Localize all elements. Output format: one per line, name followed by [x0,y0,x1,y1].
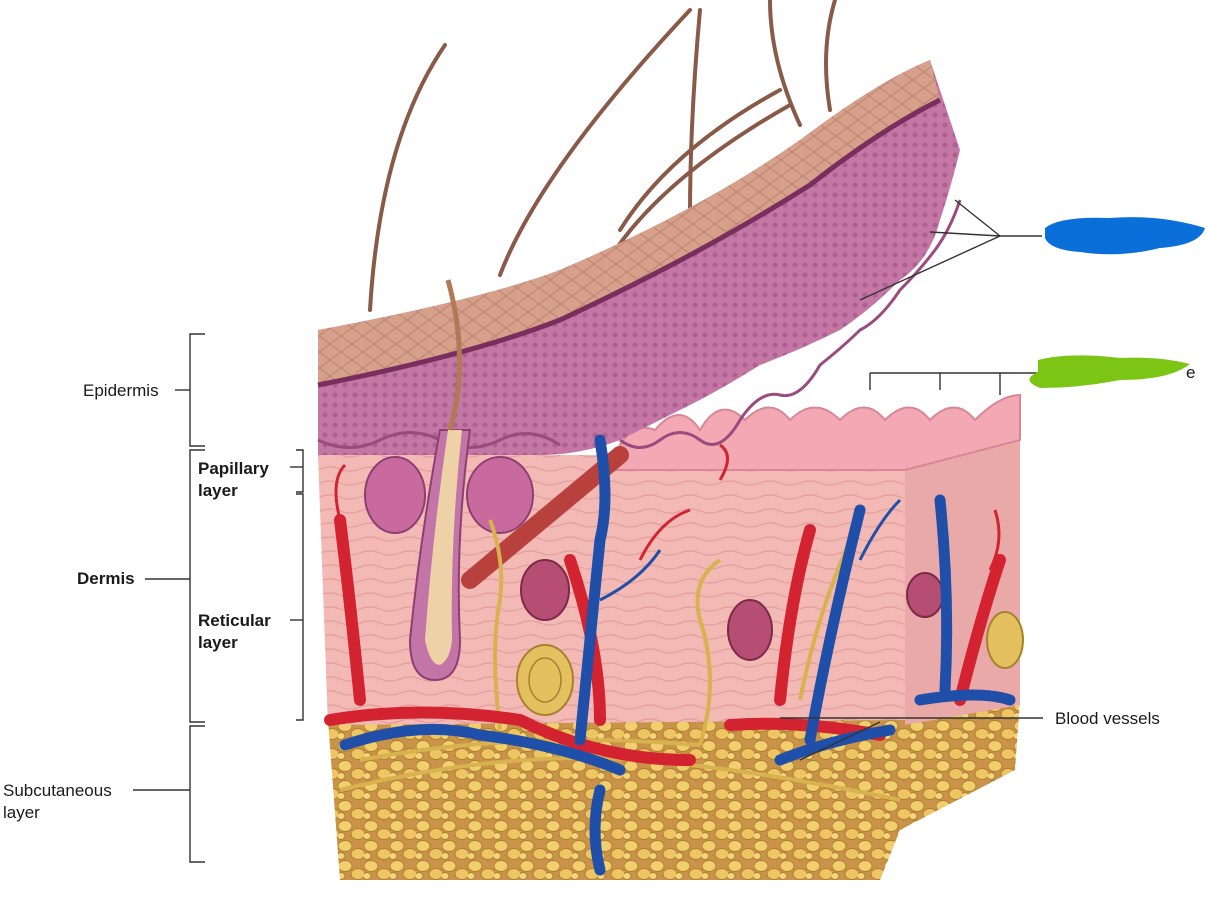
leader-lines-right [859,199,1042,395]
epidermis-layer [317,60,962,455]
dermis-label: Dermis [77,569,135,588]
hidden-label-green-scribble [1029,355,1190,388]
arrector-pili-muscle [461,446,629,589]
subcutaneous-layer-label-line2: layer [3,803,40,822]
papillary-layer-label-line1: Papillary [198,459,269,478]
capillary-branches [334,443,1001,602]
subcutaneous-layer-label-line1: Subcutaneous [3,781,112,800]
hidden-label-blue-scribble [1045,217,1205,255]
blood-vessels-label: Blood vessels [1055,709,1160,728]
dermal-papillae [614,393,1021,471]
veins [339,434,1016,876]
lamellated-corpuscle [516,611,1024,716]
green-label-tail: e [1186,363,1196,382]
subcutaneous-fat [328,700,1020,880]
papillary-layer-label-line2: layer [198,481,238,500]
epidermis-label: Epidermis [83,381,159,400]
left-brackets [133,333,304,863]
reticular-layer-label-line1: Reticular [198,611,271,630]
sebaceous-gland [364,456,534,534]
sweat-glands [520,559,944,661]
hair-follicle [408,279,472,682]
blood-vessels-leader [780,717,1043,761]
reticular-layer-label-line2: layer [198,633,238,652]
